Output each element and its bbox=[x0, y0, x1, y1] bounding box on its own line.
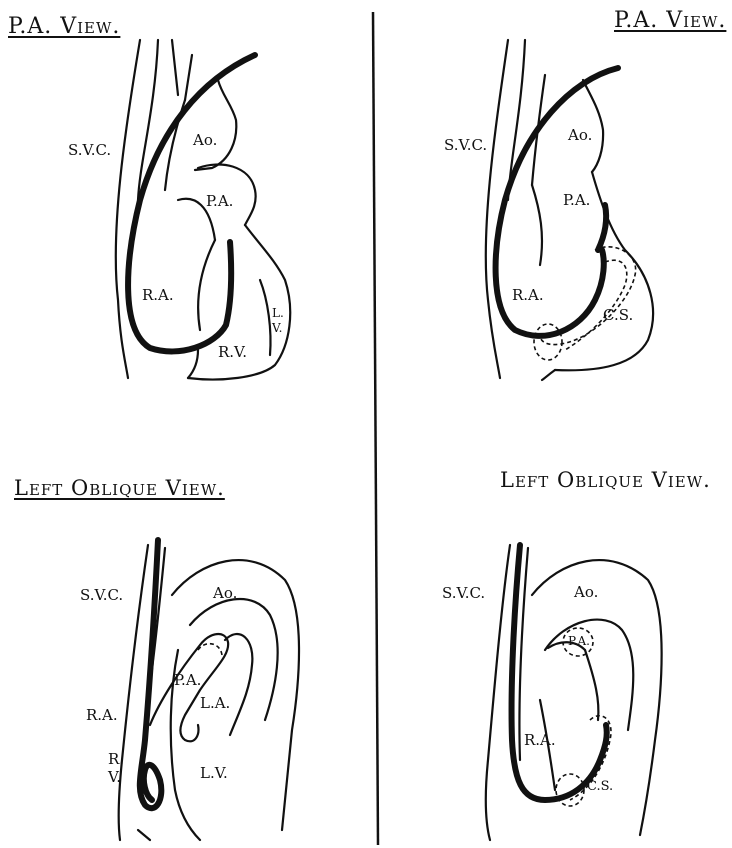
panel-bottom-left: S.V.C. Ao. P.A. L.A. R.A. R. V. L.V. bbox=[80, 540, 299, 840]
label-tr-pa: P.A. bbox=[563, 191, 590, 209]
label-tl-ra: R.A. bbox=[142, 286, 174, 304]
label-br-ao: Ao. bbox=[573, 583, 598, 601]
label-tl-svc: S.V.C. bbox=[68, 141, 111, 159]
label-tl-lv2: V. bbox=[271, 321, 282, 335]
label-tr-ra: R.A. bbox=[512, 286, 544, 304]
label-br-cs: C.S. bbox=[587, 779, 613, 794]
label-tl-ao: Ao. bbox=[192, 131, 217, 149]
label-tl-rv: R.V. bbox=[218, 343, 247, 361]
label-bl-svc: S.V.C. bbox=[80, 586, 123, 604]
label-tr-ao: Ao. bbox=[567, 126, 592, 144]
label-bl-ao: Ao. bbox=[212, 584, 237, 602]
label-tr-svc: S.V.C. bbox=[444, 136, 487, 154]
label-bl-la: L.A. bbox=[200, 694, 230, 712]
label-br-pa: P.A. bbox=[568, 634, 590, 648]
label-bl-lv: L.V. bbox=[200, 764, 228, 782]
label-bl-rv2: V. bbox=[107, 768, 121, 786]
label-tr-cs: C.S. bbox=[603, 306, 633, 324]
label-br-svc: S.V.C. bbox=[442, 584, 485, 602]
label-bl-ra: R.A. bbox=[86, 706, 118, 724]
panel-bottom-right: S.V.C. Ao. P.A. R.A. C.S. bbox=[442, 545, 662, 840]
label-tl-pa: P.A. bbox=[206, 192, 233, 210]
label-tl-lv1: L. bbox=[272, 306, 284, 320]
label-bl-rv1: R. bbox=[108, 750, 124, 768]
label-bl-pa: P.A. bbox=[174, 671, 201, 689]
panel-top-left: S.V.C. Ao. P.A. R.A. R.V. L. V. bbox=[68, 40, 290, 379]
divider-line bbox=[373, 12, 378, 845]
panel-top-right: S.V.C. Ao. P.A. R.A. C.S. bbox=[444, 40, 653, 380]
label-br-ra: R.A. bbox=[524, 731, 556, 749]
